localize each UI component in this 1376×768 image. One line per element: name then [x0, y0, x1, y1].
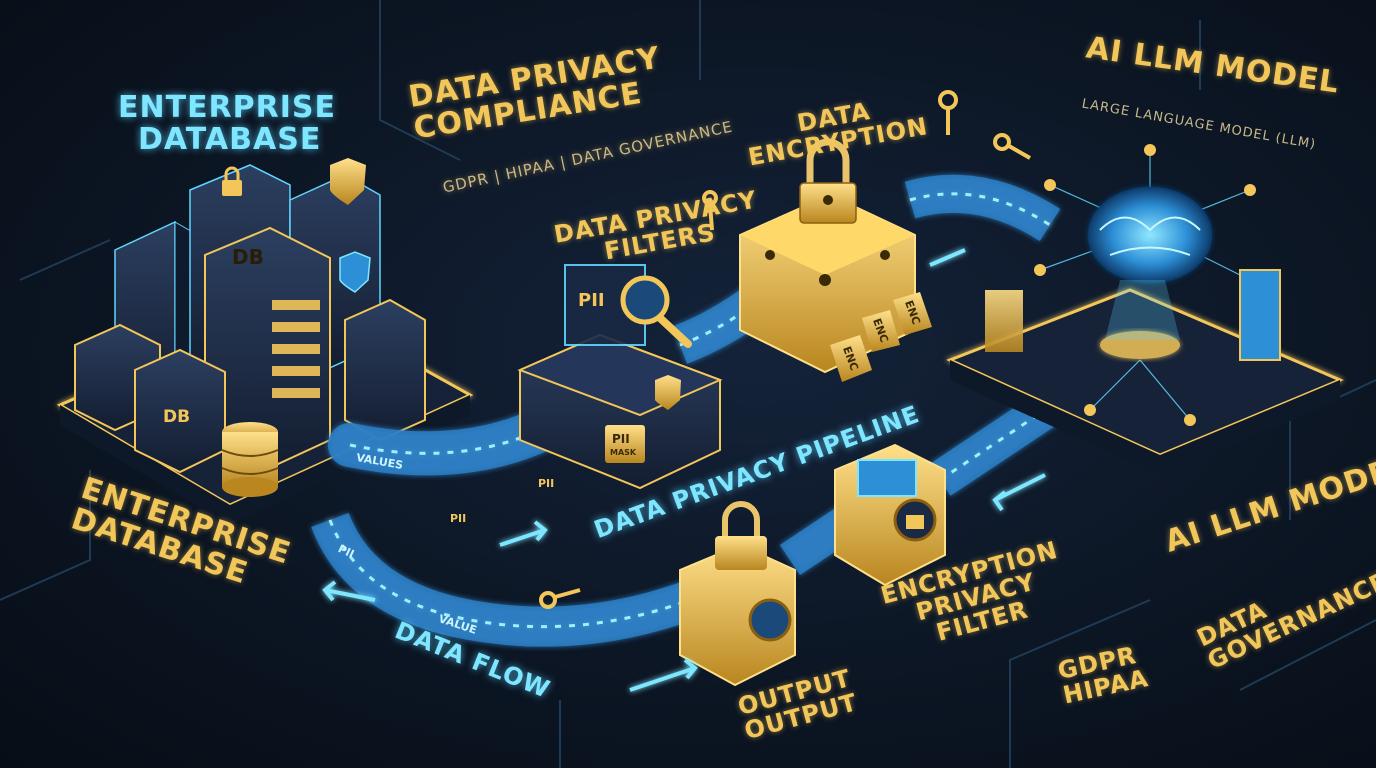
text-line: DATABASE: [138, 121, 322, 157]
data-stacks: [985, 269, 1281, 361]
enc-tags: [830, 292, 932, 382]
tag-pipe-pii-2: PII: [538, 477, 555, 490]
shield-icon: [330, 158, 371, 293]
arrow-icon: [322, 248, 1046, 692]
key-icon: [539, 90, 1031, 609]
output-cube: [679, 501, 796, 687]
tag-db-small: DB: [163, 407, 191, 427]
text-line: ENTERPRISE: [118, 90, 337, 125]
tag-db-big: DB: [232, 245, 264, 269]
tag-pii-screen: PII: [578, 290, 605, 311]
tag-pii-mask: PII: [612, 432, 630, 446]
privacy-filter-box: [517, 264, 723, 490]
brain-icon: [1088, 187, 1212, 283]
database-icon: [221, 422, 279, 497]
magnifier-icon: [620, 275, 670, 325]
tag-mask: MASK: [610, 448, 637, 457]
encryption-cube: [834, 443, 946, 587]
tag-pipe-pii-1: PII: [450, 512, 467, 525]
server-towers: [74, 164, 426, 474]
lock-icon: [222, 166, 242, 196]
label-enterprise-database-top: ENTERPRISE DATABASE: [118, 92, 336, 155]
